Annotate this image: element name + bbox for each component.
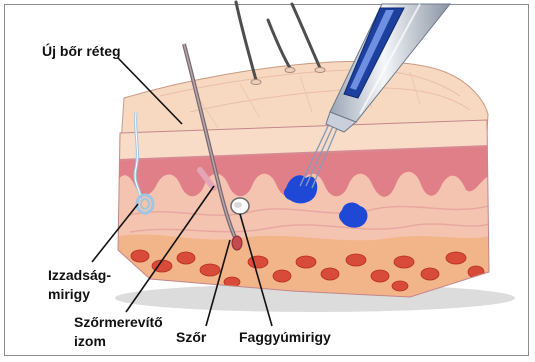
label-hair: Szőr bbox=[176, 328, 206, 347]
label-sweat-gland: Izzadság- mirigy bbox=[48, 266, 111, 304]
label-erector-muscle: Szőrmerevítő izom bbox=[74, 313, 163, 351]
sebaceous-gland bbox=[231, 198, 249, 214]
label-sebaceous-gland: Faggyúmirigy bbox=[239, 328, 331, 347]
label-new-skin-layer: Új bőr réteg bbox=[42, 42, 121, 61]
